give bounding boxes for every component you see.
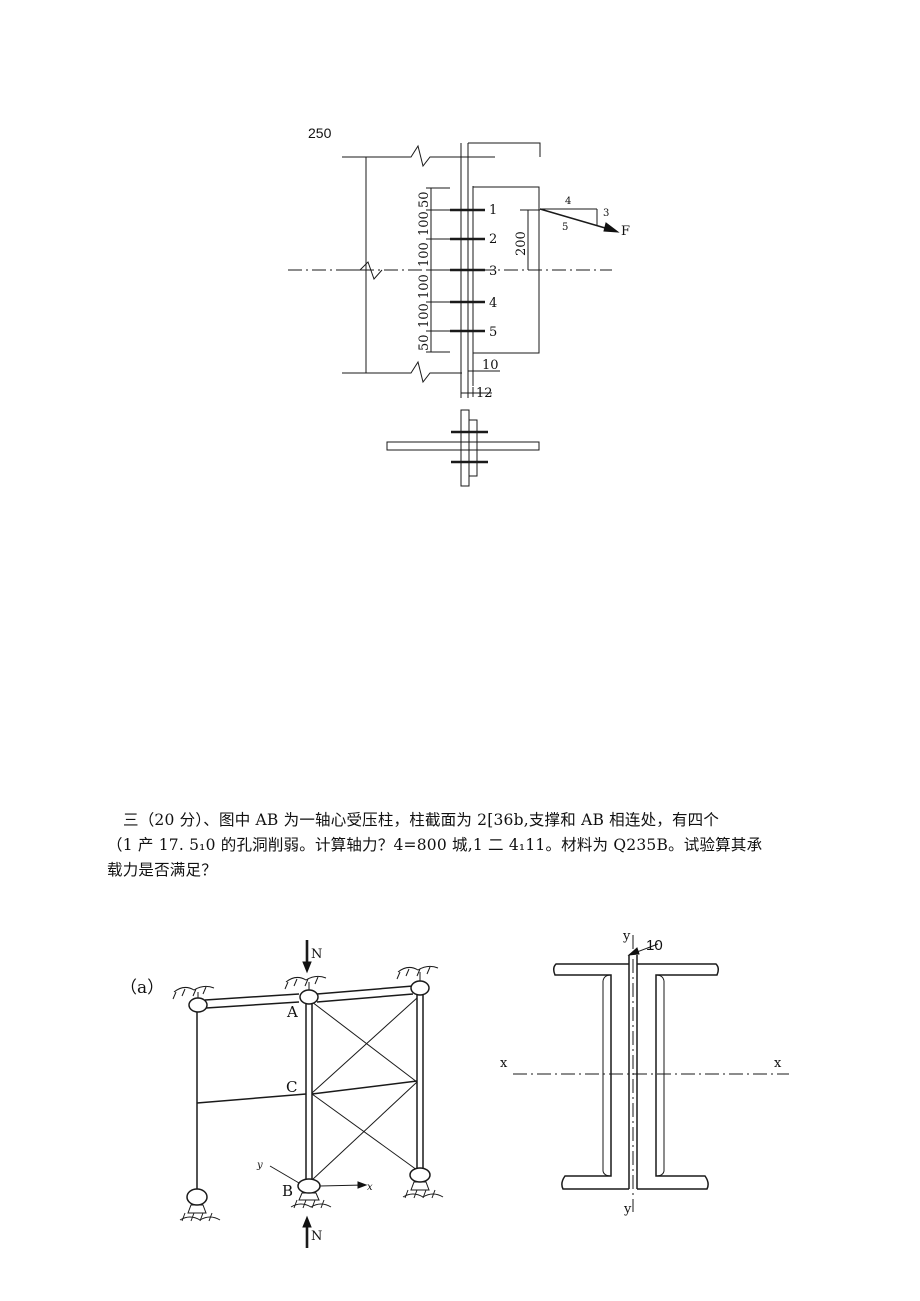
top-load-label: N xyxy=(311,947,322,962)
slope-4-label: 4 xyxy=(565,196,571,207)
question-text: 三（20 分）、图中 AB 为一轴心受压柱，柱截面为 2[36b,支撑和 AB … xyxy=(107,808,817,883)
connection-detail-drawing: 250 1 2 3 4 5 50 100 xyxy=(288,125,630,487)
top-dim-line xyxy=(468,142,541,157)
local-axes-at-b xyxy=(269,1165,368,1189)
bottom-supports xyxy=(179,1167,444,1222)
node-b-label: B xyxy=(282,1182,293,1200)
local-axis-y-label: y xyxy=(256,1160,263,1171)
plan-view xyxy=(386,409,540,487)
load-eccentricity-dim xyxy=(520,209,540,270)
top-joints xyxy=(188,980,430,1013)
spacing-dim-4: 100 xyxy=(417,274,432,299)
question-line-3: 载力是否满足？ xyxy=(107,861,217,879)
slope-5-label: 5 xyxy=(562,222,568,233)
spacing-dim-3: 100 xyxy=(417,242,432,267)
dim-250-label: 250 xyxy=(308,125,332,141)
top-load-arrow xyxy=(302,940,312,974)
cross-bracing xyxy=(311,997,418,1181)
slope-3-label: 3 xyxy=(603,208,609,219)
dim-10-label: 10 xyxy=(482,358,499,373)
force-arrow xyxy=(539,208,620,233)
force-f-label: F xyxy=(621,224,630,239)
section-x-right-label: x xyxy=(774,1056,782,1071)
section-y-top-label: y xyxy=(622,929,631,944)
gap-dim-label: 10 xyxy=(646,937,663,954)
section-y-bottom-label: y xyxy=(623,1202,632,1217)
top-restraints xyxy=(172,965,439,1000)
bottom-load-arrow xyxy=(302,1215,312,1248)
frame-middle-beam xyxy=(196,1080,418,1104)
spacing-dim-1: 50 xyxy=(417,191,432,208)
plate-thickness-dims xyxy=(461,362,500,397)
bolt-3-label: 3 xyxy=(489,264,497,279)
bolt-4-label: 4 xyxy=(489,296,497,311)
spacing-dim-2: 100 xyxy=(417,211,432,236)
question-line-1: 三（20 分）、图中 AB 为一轴心受压柱，柱截面为 2[36b,支撑和 AB … xyxy=(123,811,720,829)
bottom-load-label: N xyxy=(311,1229,322,1244)
gap-dimension xyxy=(627,943,659,956)
bolt-5-label: 5 xyxy=(489,325,497,340)
node-a-label: A xyxy=(286,1003,298,1021)
frame-top-beam xyxy=(204,985,414,1009)
node-c-label: C xyxy=(286,1078,297,1096)
spacing-dim-5: 100 xyxy=(417,303,432,328)
spacing-dim-6: 50 xyxy=(417,334,432,351)
dim-200-label: 200 xyxy=(514,231,529,256)
dim-12-label: 12 xyxy=(476,386,493,401)
section-x-left-label: x xyxy=(500,1056,508,1071)
spacing-dimension-chain xyxy=(426,187,450,353)
question-line-2: （1 产 17. 5₁0 的孔洞削弱。计算轴力？4=800 城,1 二 4₁11… xyxy=(107,836,763,854)
bolt-row xyxy=(450,208,485,333)
panel-label-a: （a） xyxy=(120,978,164,998)
frame-columns xyxy=(196,993,424,1190)
channel-section xyxy=(552,955,720,1190)
local-axis-x-label: x xyxy=(367,1182,373,1193)
bolt-2-label: 2 xyxy=(489,232,497,247)
bolt-1-label: 1 xyxy=(489,203,497,218)
